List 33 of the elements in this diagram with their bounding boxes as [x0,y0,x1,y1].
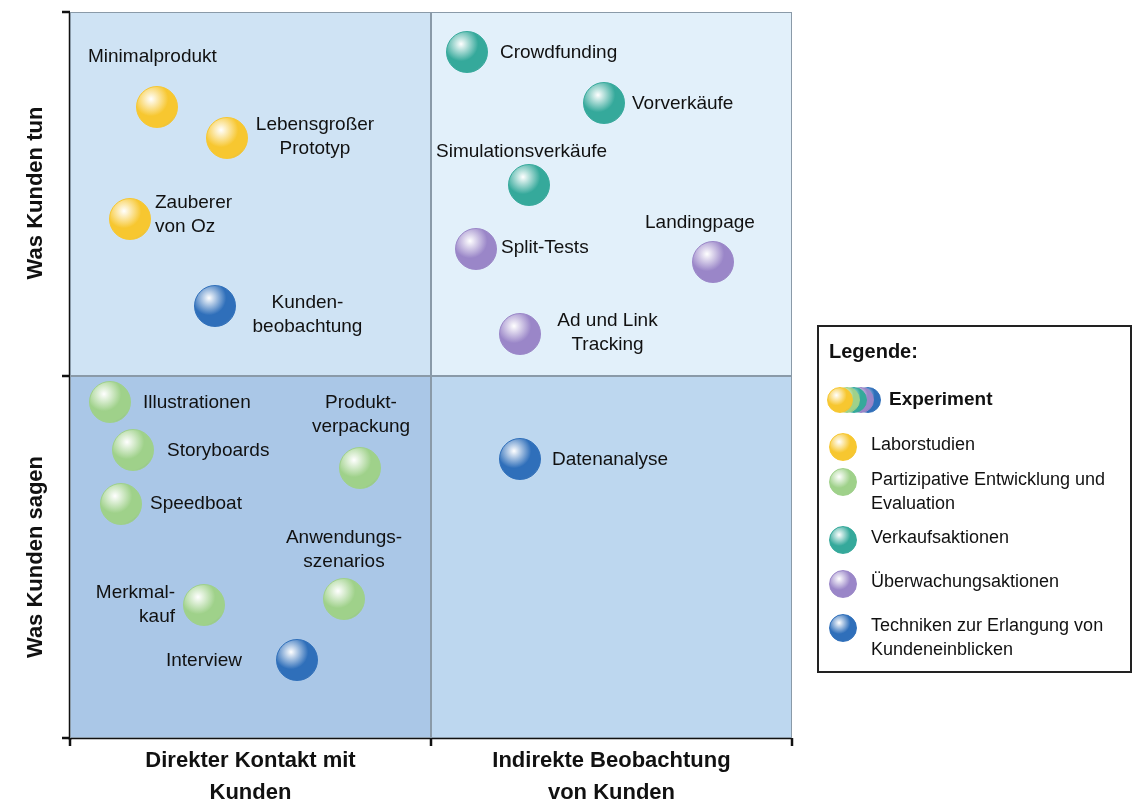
method-label: Lebensgroßer Prototyp [254,112,376,160]
method-label: Merkmal- kauf [94,580,175,628]
quadrant-panel [431,376,792,738]
quadrant-panel [431,12,792,376]
legend-text: Partizipative Entwicklung und Evaluation [871,468,1107,515]
method-label: Simulationsverkäufe [436,139,609,163]
method-label: Interview [166,648,244,672]
axis-label: Indirekte Beobachtung von Kunden [491,746,732,805]
method-label: Produkt- verpackung [310,390,412,438]
legend-text: Überwachungsaktionen [871,570,1061,593]
method-label: Illustrationen [143,390,252,414]
method-label: Split-Tests [501,235,590,259]
method-label: Minimalprodukt [88,44,218,68]
method-label: Vorverkäufe [632,91,735,115]
method-label: Storyboards [167,438,271,462]
legend-text: Experiment [889,387,993,411]
method-label: Crowdfunding [500,40,619,64]
method-label: Zauberer von Oz [155,190,234,238]
method-label: Ad und Link Tracking [556,308,659,356]
axis-label: Was Kunden tun [21,105,48,282]
legend-text: Verkaufsaktionen [871,526,1011,549]
axis-label: Was Kunden sagen [21,454,48,661]
axis-label: Direkter Kontakt mit Kunden [144,746,357,805]
method-label: Datenanalyse [552,447,670,471]
legend-title: Legende: [829,339,918,363]
quadrant-panel [70,376,431,738]
legend-text: Laborstudien [871,433,977,456]
legend-text: Techniken zur Erlangung von Kundeneinblicken [871,614,1105,661]
method-label: Anwendungs- szenarios [284,525,404,573]
method-label: Speedboat [150,491,243,515]
method-label: Kunden- beobachtung [251,290,364,338]
quadrant-panel [70,12,431,376]
method-label: Landingpage [645,210,756,234]
